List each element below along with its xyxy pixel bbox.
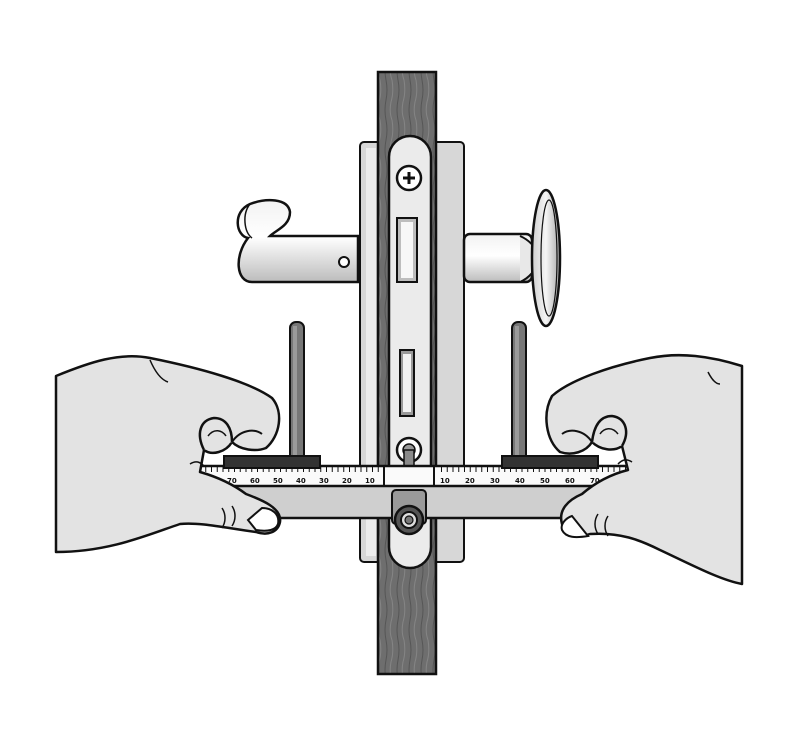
scale-label: 70 — [227, 477, 237, 485]
scale-label: 20 — [342, 477, 352, 485]
handle-set-screw-hole — [338, 256, 350, 268]
scale-label: 30 — [319, 477, 329, 485]
gauge-slider-right — [501, 455, 599, 469]
scale-label: 30 — [490, 477, 500, 485]
scale-label: 10 — [365, 477, 375, 485]
scale-label: 10 — [440, 477, 450, 485]
gauge-slider-left — [223, 455, 321, 469]
lock-faceplate — [387, 134, 433, 570]
scale-label: 20 — [465, 477, 475, 485]
left-hand — [54, 354, 282, 554]
door-knob — [462, 188, 562, 328]
right-hand — [545, 353, 744, 586]
scale-label: 50 — [540, 477, 550, 485]
scale-label: 60 — [250, 477, 260, 485]
scale-label: 40 — [296, 477, 306, 485]
scale-label: 70 — [590, 477, 600, 485]
scale-label: 50 — [273, 477, 283, 485]
scale-label: 40 — [515, 477, 525, 485]
scale-label: 60 — [565, 477, 575, 485]
lever-handle — [236, 198, 360, 284]
escutcheon-plate-highlight — [366, 148, 376, 556]
